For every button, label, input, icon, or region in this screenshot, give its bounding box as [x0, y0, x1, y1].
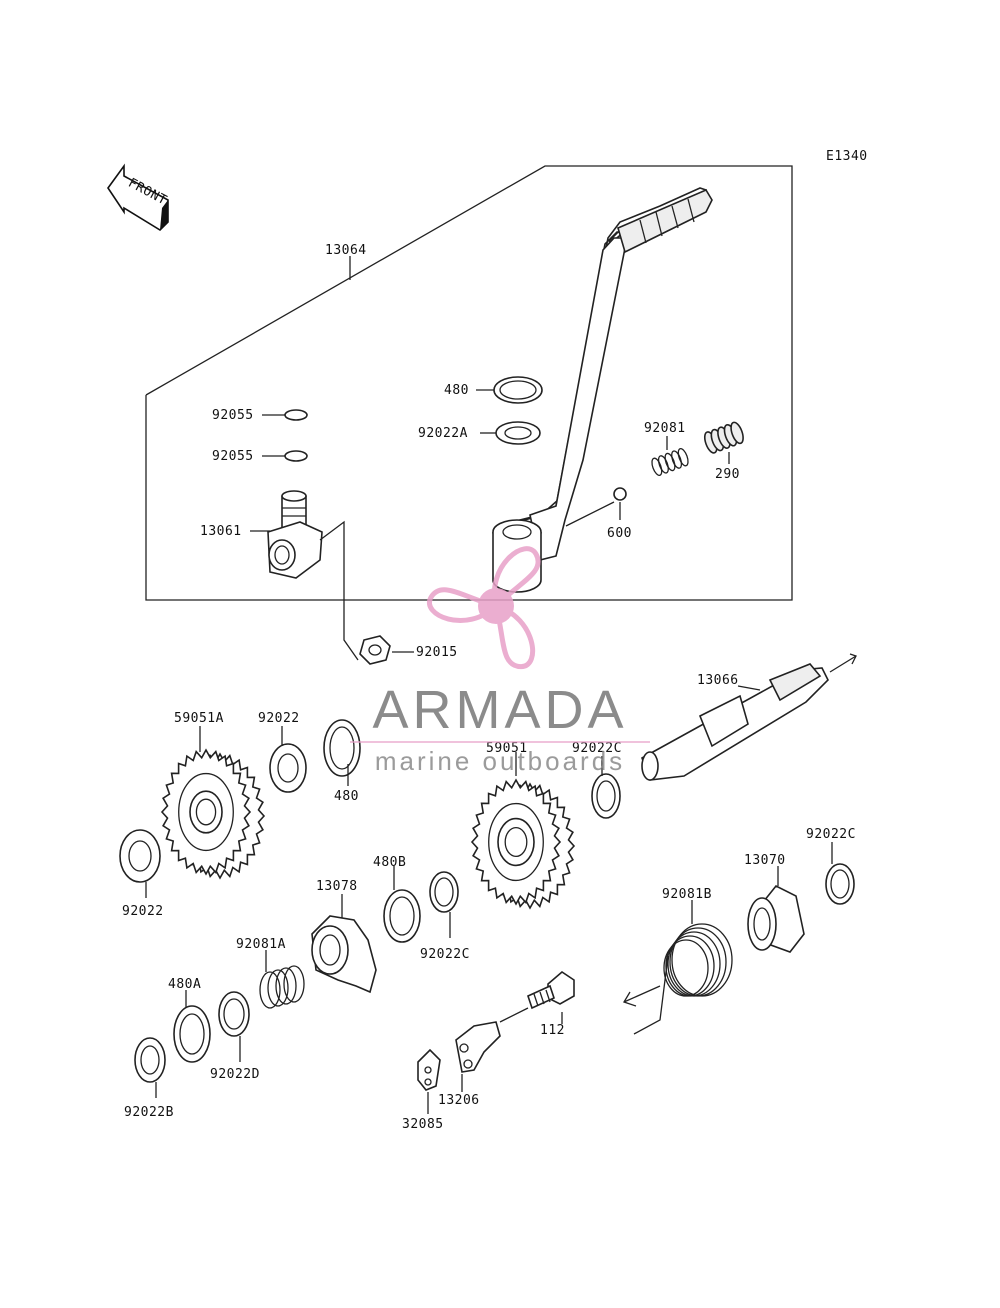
- oring-92055-b: 92055: [212, 449, 308, 464]
- torsion-spring-92081B: 92081B: [623, 887, 733, 1035]
- circlip-480A: 480A: [168, 977, 211, 1063]
- label-92055-a: 92055: [212, 408, 254, 423]
- label-480A: 480A: [168, 977, 201, 992]
- label-92022D: 92022D: [210, 1067, 260, 1082]
- watermark-tagline: marine outboards: [375, 746, 625, 776]
- label-92022C-c: 92022C: [420, 947, 470, 962]
- watermark-brand: ARMADA: [372, 680, 627, 740]
- washer-92022C-a: 92022C: [572, 741, 622, 819]
- propeller-logo: [426, 546, 541, 670]
- label-13061: 13061: [200, 524, 242, 539]
- label-480B: 480B: [373, 855, 406, 870]
- spring-290: 290: [703, 421, 744, 482]
- front-arrow-icon: FRONT: [107, 163, 169, 232]
- plate-32085: 32085: [402, 1048, 444, 1132]
- label-92081A: 92081A: [236, 937, 286, 952]
- label-59051A: 59051A: [174, 711, 224, 726]
- spring-92081: 92081: [644, 421, 689, 477]
- diagram-code: E1340: [826, 149, 868, 164]
- washer-92022A: 92022A: [418, 421, 541, 445]
- spring-92081A: 92081A: [236, 937, 305, 1009]
- circlip-480-mid: 480: [323, 719, 361, 804]
- gear-59051A: [160, 748, 266, 880]
- label-480-mid: 480: [334, 789, 359, 804]
- washer-92022C-b: 92022C: [806, 827, 856, 905]
- gear-59051: [470, 778, 576, 910]
- washer-92022C-c: 92022C: [420, 871, 470, 962]
- bolt-112: 112: [499, 970, 575, 1038]
- label-13064: 13064: [325, 243, 367, 258]
- label-group-13064: 13064: [325, 243, 367, 280]
- washer-92022-a: 92022: [258, 711, 307, 793]
- washer-92022B: 92022B: [124, 1037, 174, 1120]
- oring-92055-a: 92055: [212, 408, 308, 423]
- label-112: 112: [540, 1023, 565, 1038]
- ratchet-13078: 13078: [311, 879, 377, 994]
- shaft-13066: 13066: [641, 653, 857, 781]
- nut-92015: 92015: [319, 520, 458, 665]
- label-92055-b: 92055: [212, 449, 254, 464]
- ball-600: 600: [565, 487, 632, 541]
- label-92081: 92081: [644, 421, 686, 436]
- circlip-480B: 480B: [373, 855, 421, 943]
- collar-13070: 13070: [744, 853, 805, 953]
- label-13066: 13066: [697, 673, 739, 688]
- label-59051: 59051: [486, 741, 528, 756]
- label-92081B: 92081B: [662, 887, 712, 902]
- label-92022B: 92022B: [124, 1105, 174, 1120]
- label-290: 290: [715, 467, 740, 482]
- label-92022-b: 92022: [122, 904, 164, 919]
- label-32085: 32085: [402, 1117, 444, 1132]
- boss-13061: 13061: [200, 490, 323, 579]
- label-92022C-a: 92022C: [572, 741, 622, 756]
- circlip-480-top: 480: [444, 376, 543, 404]
- guide-13206: 13206: [438, 1021, 501, 1108]
- kick-pedal-arm: [492, 187, 713, 593]
- label-480-top: 480: [444, 383, 469, 398]
- assembly-frame: [145, 165, 793, 601]
- washer-92022D: 92022D: [210, 991, 260, 1082]
- watermark: ARMADA marine outboards: [350, 546, 650, 776]
- washer-92022-b: 92022: [119, 829, 164, 919]
- label-92022C-b: 92022C: [806, 827, 856, 842]
- label-92022A: 92022A: [418, 426, 468, 441]
- label-92022-a: 92022: [258, 711, 300, 726]
- label-13070: 13070: [744, 853, 786, 868]
- label-13078: 13078: [316, 879, 358, 894]
- label-600: 600: [607, 526, 632, 541]
- label-13206: 13206: [438, 1093, 480, 1108]
- label-92015: 92015: [416, 645, 458, 660]
